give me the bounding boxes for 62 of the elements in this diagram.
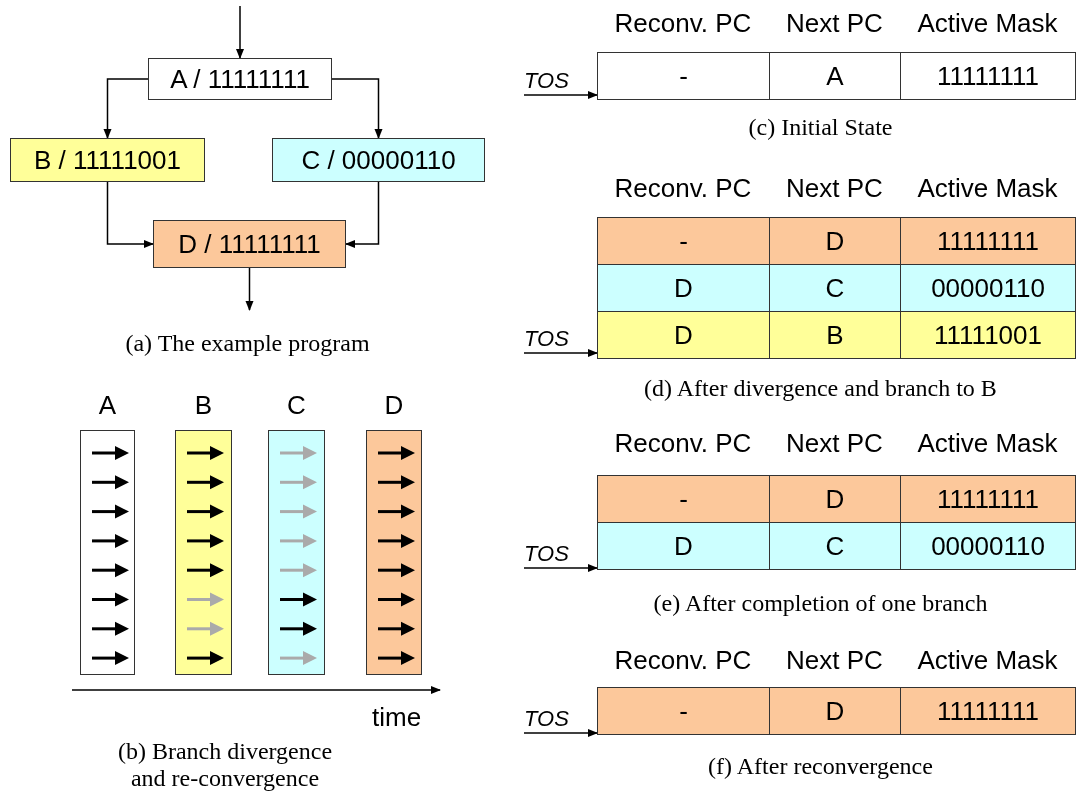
column-header: Active Mask bbox=[916, 173, 1059, 204]
table-cell: D bbox=[597, 264, 770, 312]
arrow bbox=[331, 78, 383, 139]
column-heading: D bbox=[383, 390, 405, 421]
column-header: Next PC bbox=[785, 8, 884, 39]
arrow bbox=[523, 564, 598, 572]
table-cell: D bbox=[769, 217, 901, 265]
table-cell: 11111111 bbox=[900, 217, 1076, 265]
arrow bbox=[523, 729, 598, 737]
figure-caption: (e) After completion of one branch bbox=[652, 590, 989, 617]
arrow bbox=[106, 181, 154, 248]
figure-caption: (c) Initial State bbox=[747, 114, 894, 141]
table-cell: C bbox=[769, 264, 901, 312]
table-cell: 11111111 bbox=[900, 687, 1076, 735]
column-header: Reconv. PC bbox=[613, 645, 753, 676]
tos-label: TOS bbox=[524, 541, 568, 567]
arrow bbox=[245, 267, 254, 311]
process-box: B / 11111001 bbox=[10, 138, 205, 182]
table-cell: - bbox=[597, 52, 770, 100]
figure-caption: (a) The example program bbox=[124, 330, 371, 357]
column-heading: A bbox=[97, 390, 118, 421]
arrow bbox=[345, 181, 380, 248]
table-cell: 11111111 bbox=[900, 475, 1076, 523]
process-box: C / 00000110 bbox=[272, 138, 485, 182]
table-cell: B bbox=[769, 311, 901, 359]
tos-label: TOS bbox=[524, 68, 568, 94]
column-header: Next PC bbox=[785, 173, 884, 204]
table-cell: D bbox=[597, 311, 770, 359]
process-box: A / 11111111 bbox=[148, 58, 332, 100]
axis-label: time bbox=[372, 702, 422, 733]
figure-caption: (d) After divergence and branch to B bbox=[643, 375, 998, 402]
figure-caption: (b) Branch divergence and re-convergence bbox=[116, 738, 334, 792]
column-header: Next PC bbox=[785, 645, 884, 676]
table-cell: A bbox=[769, 52, 901, 100]
table-cell: 11111001 bbox=[900, 311, 1076, 359]
column-header: Reconv. PC bbox=[613, 8, 753, 39]
table-cell: - bbox=[597, 475, 770, 523]
table-cell: 00000110 bbox=[900, 264, 1076, 312]
column-heading: C bbox=[286, 390, 307, 421]
table-cell: 00000110 bbox=[900, 522, 1076, 570]
table-cell: D bbox=[769, 687, 901, 735]
process-box: D / 11111111 bbox=[153, 220, 346, 268]
column-heading: B bbox=[193, 390, 214, 421]
column-header: Active Mask bbox=[916, 645, 1059, 676]
column-header: Next PC bbox=[785, 428, 884, 459]
arrow bbox=[103, 78, 149, 139]
table-cell: D bbox=[597, 522, 770, 570]
column-header: Active Mask bbox=[916, 428, 1059, 459]
tos-label: TOS bbox=[524, 706, 568, 732]
arrow bbox=[236, 5, 244, 59]
table-cell: D bbox=[769, 475, 901, 523]
column-header: Active Mask bbox=[916, 8, 1059, 39]
arrow bbox=[523, 349, 598, 357]
figure-caption: (f) After reconvergence bbox=[707, 753, 934, 780]
tos-label: TOS bbox=[524, 326, 568, 352]
table-cell: - bbox=[597, 217, 770, 265]
table-cell: C bbox=[769, 522, 901, 570]
table-cell: - bbox=[597, 687, 770, 735]
table-cell: 11111111 bbox=[900, 52, 1076, 100]
column-header: Reconv. PC bbox=[613, 173, 753, 204]
column-header: Reconv. PC bbox=[613, 428, 753, 459]
arrow bbox=[523, 91, 598, 99]
